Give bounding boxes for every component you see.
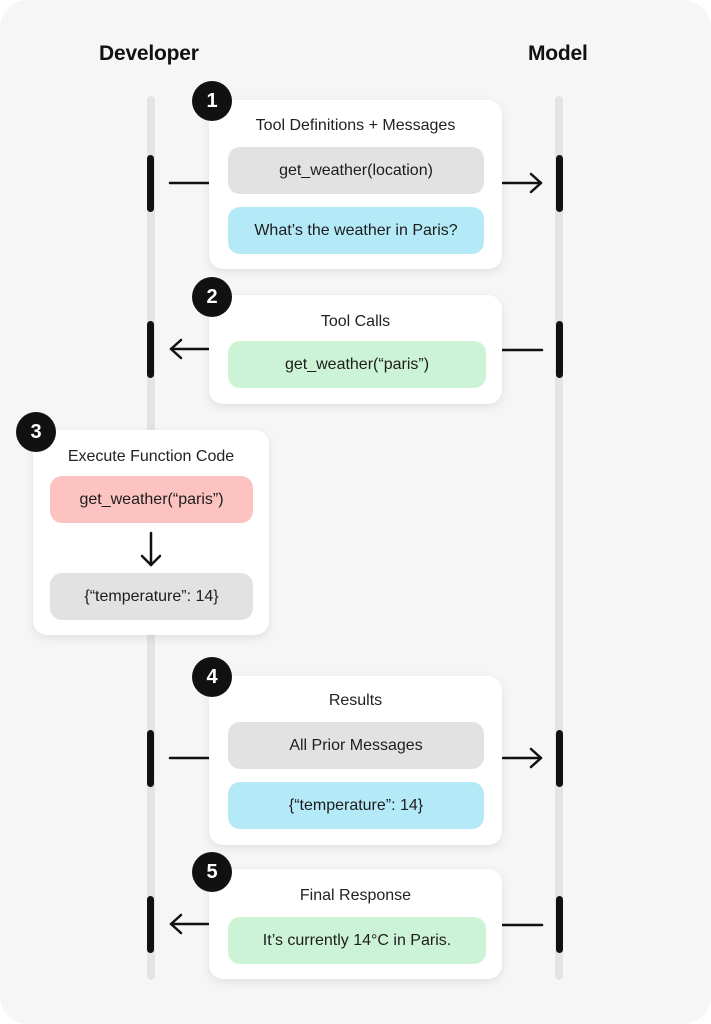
step-4-arrow-right-icon [501,747,543,769]
step-5-card: Final Response It’s currently 14°C in Pa… [209,869,502,979]
step-1-developer-connector [168,181,212,185]
step-1-card: Tool Definitions + Messages get_weather(… [209,100,502,269]
developer-column-title: Developer [99,42,199,65]
developer-tick-step-1 [147,155,154,212]
step-5-arrow-left-icon [169,913,211,935]
step-4-number-badge: 4 [192,657,232,697]
model-tick-step-1 [556,155,563,212]
step-2-title: Tool Calls [320,313,391,330]
step-3-arrow-down-icon [140,531,162,567]
step-4-card: Results All Prior Messages {“temperature… [209,676,502,845]
step-5-final-response-pill: It’s currently 14°C in Paris. [228,917,486,964]
step-1-arrow-right-icon [501,172,543,194]
step-5-model-connector [500,923,544,927]
step-4-result-pill: {“temperature”: 14} [228,782,484,829]
step-5-title: Final Response [299,887,412,904]
step-3-function-call-pill: get_weather(“paris”) [50,476,253,523]
model-tick-step-4 [556,730,563,787]
step-2-tool-call-pill: get_weather(“paris”) [228,341,486,388]
step-1-tool-definition-pill: get_weather(location) [228,147,484,194]
model-lifeline [555,96,563,980]
step-4-title: Results [328,692,383,709]
step-2-card: Tool Calls get_weather(“paris”) [209,295,502,404]
step-1-title: Tool Definitions + Messages [255,117,456,134]
step-3-number-badge: 3 [16,412,56,452]
model-tick-step-5 [556,896,563,953]
model-column-title: Model [528,42,588,65]
developer-tick-step-5 [147,896,154,953]
step-4-developer-connector [168,756,212,760]
step-4-prior-messages-pill: All Prior Messages [228,722,484,769]
developer-tick-step-4 [147,730,154,787]
step-1-user-message-pill: What’s the weather in Paris? [228,207,484,254]
step-5-number-badge: 5 [192,852,232,892]
step-3-function-result-pill: {“temperature”: 14} [50,573,253,620]
model-tick-step-2 [556,321,563,378]
step-2-model-connector [500,348,544,352]
step-1-number-badge: 1 [192,81,232,121]
step-2-arrow-left-icon [169,338,211,360]
step-3-card: Execute Function Code get_weather(“paris… [33,430,269,635]
step-3-title: Execute Function Code [67,448,235,465]
step-2-number-badge: 2 [192,277,232,317]
developer-tick-step-2 [147,321,154,378]
